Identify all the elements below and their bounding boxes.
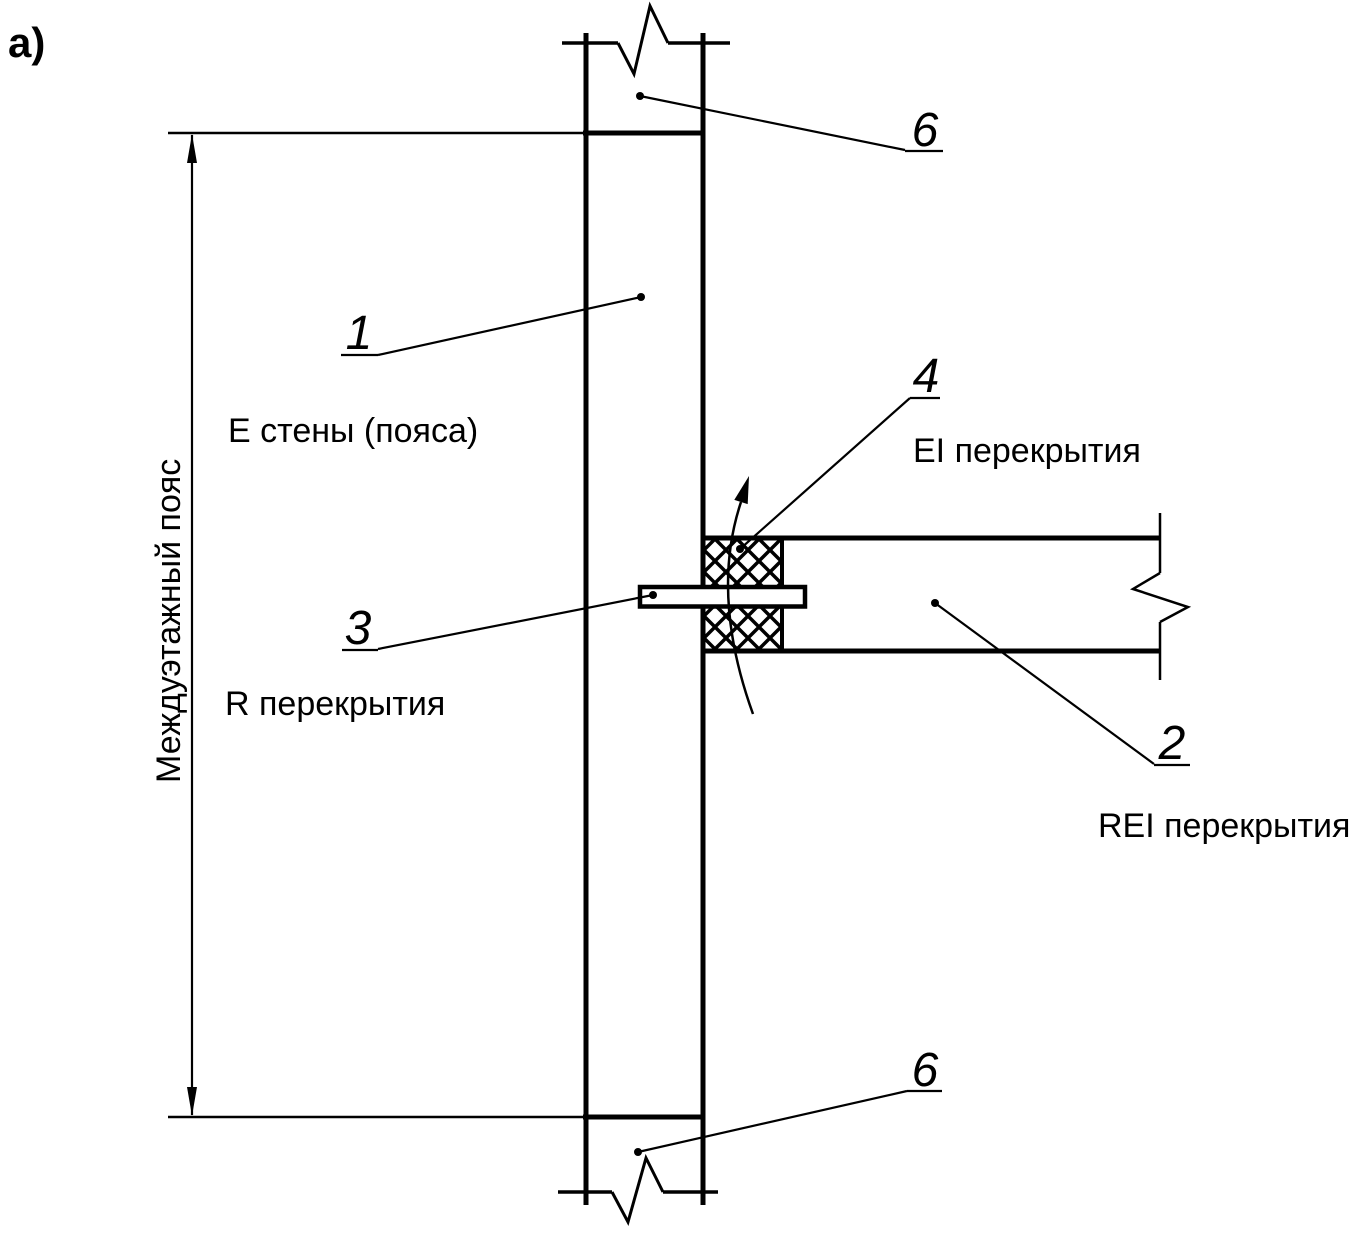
figure-label: а) xyxy=(8,19,45,66)
callout-2-number: 2 xyxy=(1158,717,1186,770)
floor-rei-rating-label: REI перекрытия xyxy=(1098,807,1350,845)
callout-4-dot-icon xyxy=(736,545,744,553)
callout-2-dot-icon xyxy=(931,599,939,607)
callout-3-number: 3 xyxy=(345,602,372,655)
floor-r-rating-label: R перекрытия xyxy=(225,685,445,723)
rotation-arrow-head-icon xyxy=(734,476,749,505)
callout-6-top-number: 6 xyxy=(912,104,939,157)
callout-3-dot-icon xyxy=(649,591,657,599)
callout-6-top-dot-icon xyxy=(636,92,644,100)
joint-insulation-lower xyxy=(701,602,784,653)
interfloor-belt-dimension-label: Междуэтажный пояс xyxy=(150,459,188,783)
callout-1-dot-icon xyxy=(637,293,645,301)
dimension-arrow-top-icon xyxy=(187,134,197,163)
callout-6-bottom-dot-icon xyxy=(634,1148,642,1156)
callout-4-leader xyxy=(739,397,911,550)
callout-1-number: 1 xyxy=(346,307,373,360)
callout-2-leader xyxy=(934,602,1155,765)
wall-top-break-icon xyxy=(616,1,670,79)
callout-6-bottom-number: 6 xyxy=(912,1044,939,1097)
slab-break-icon xyxy=(1129,513,1192,680)
floor-ei-rating-label: EI перекрытия xyxy=(913,432,1141,470)
callout-6-bottom-leader xyxy=(637,1089,908,1154)
callout-3-leader xyxy=(377,593,654,651)
wall-fire-rating-label: Е стены (пояса) xyxy=(228,412,478,450)
dimension-arrow-bottom-icon xyxy=(187,1087,197,1116)
callout-4-number: 4 xyxy=(913,350,940,403)
callout-6-top-leader xyxy=(639,94,906,152)
rotation-arrow-shaft xyxy=(726,501,755,715)
anchor-plate xyxy=(637,584,808,609)
wall-bottom-break-icon xyxy=(610,1153,665,1226)
callout-1-leader xyxy=(377,295,642,357)
